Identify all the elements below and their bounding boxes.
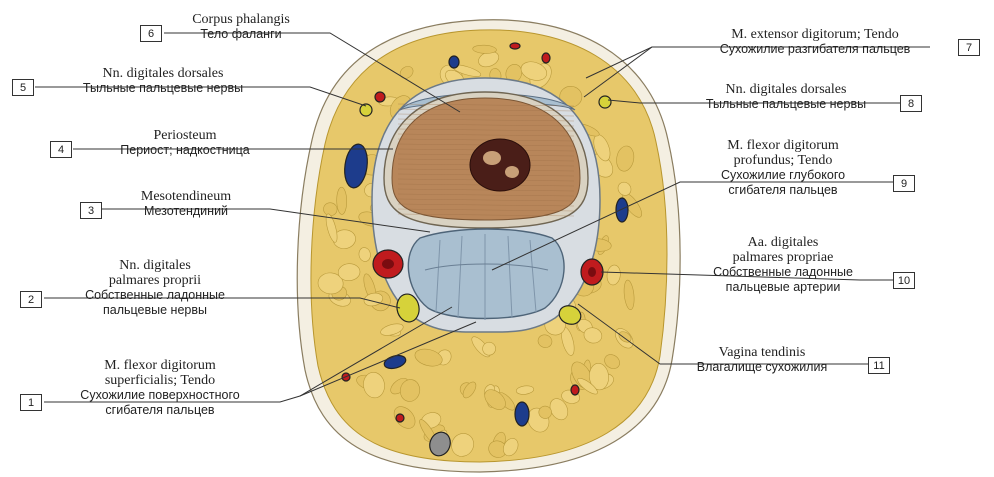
russian-term: пальцевые нервы — [5, 303, 305, 318]
russian-term: Тело фаланги — [91, 27, 391, 42]
latin-term: Nn. digitales dorsales — [13, 66, 313, 81]
latin-term: Periosteum — [35, 128, 335, 143]
callout-label-5: Nn. digitales dorsalesТыльные пальцевые … — [13, 66, 313, 96]
latin-term: Corpus phalangis — [91, 12, 391, 27]
latin-term: Vagina tendinis — [612, 345, 912, 360]
russian-term: Периост; надкостница — [35, 143, 335, 158]
russian-term: Мезотендиний — [36, 204, 336, 219]
russian-term: Собственные ладонные — [5, 288, 305, 303]
russian-term: Собственные ладонные — [633, 265, 933, 280]
latin-term: palmares propriae — [633, 250, 933, 265]
russian-term: Влагалище сухожилия — [612, 360, 912, 375]
latin-term: palmares proprii — [5, 273, 305, 288]
russian-term: Тыльные пальцевые нервы — [636, 97, 936, 112]
latin-term: profundus; Tendo — [633, 153, 933, 168]
russian-term: Сухожилие глубокого — [633, 168, 933, 183]
latin-term: superficialis; Tendo — [10, 373, 310, 388]
latin-term: Aa. digitales — [633, 235, 933, 250]
latin-term: M. flexor digitorum — [633, 138, 933, 153]
latin-term: M. flexor digitorum — [10, 358, 310, 373]
leader-line-1 — [300, 322, 476, 396]
russian-term: пальцевые артерии — [633, 280, 933, 295]
latin-term: Mesotendineum — [36, 189, 336, 204]
latin-term: M. extensor digitorum; Tendo — [665, 27, 965, 42]
russian-term: Тыльные пальцевые нервы — [13, 81, 313, 96]
russian-term: сгибателя пальцев — [633, 183, 933, 198]
latin-term: Nn. digitales — [5, 258, 305, 273]
latin-term: Nn. digitales dorsales — [636, 82, 936, 97]
russian-term: сгибателя пальцев — [10, 403, 310, 418]
russian-term: Сухожилие разгибателя пальцев — [665, 42, 965, 57]
russian-term: Сухожилие поверхностного — [10, 388, 310, 403]
